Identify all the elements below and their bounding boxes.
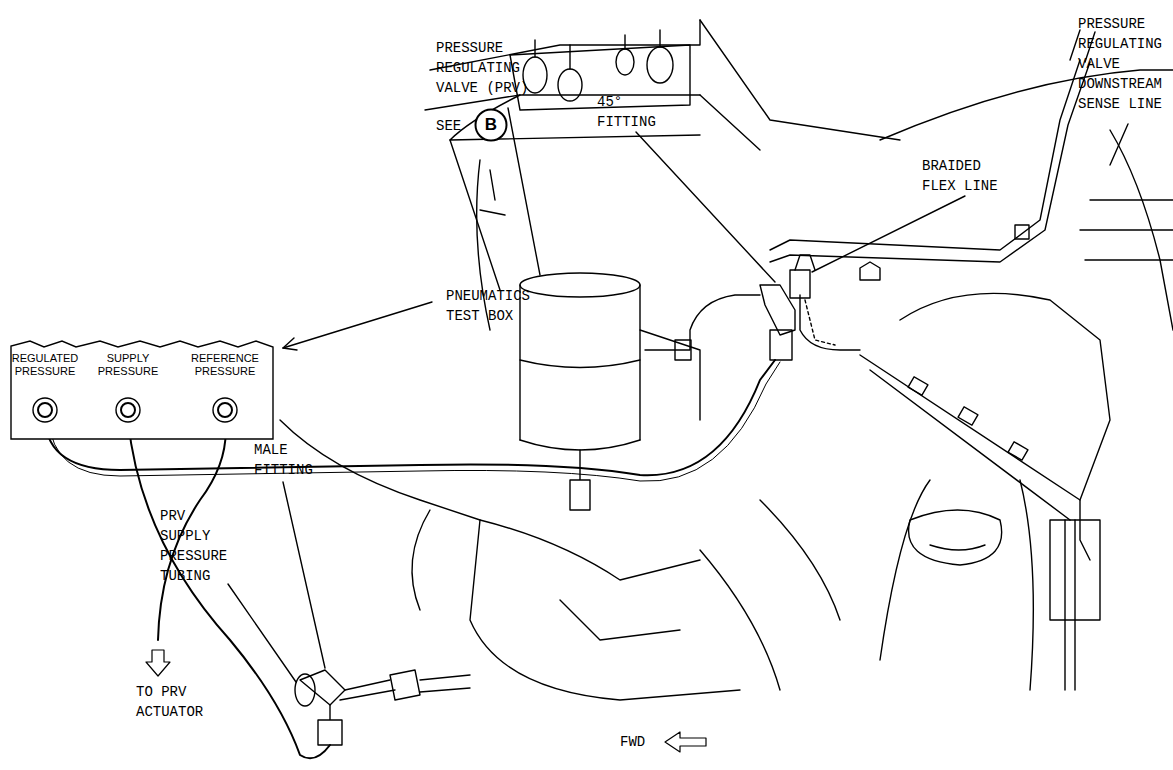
note-label: TO PRV ACTUATOR <box>136 682 207 722</box>
part-label: PRESSURE REGULATING VALVE DOWNSTREAM SEN… <box>1078 14 1166 114</box>
part-label: 45° FITTING <box>597 92 664 132</box>
part-label: PRV SUPPLY PRESSURE TUBING <box>160 506 236 586</box>
part-label: MALE FITTING <box>254 440 321 480</box>
direction-label: FWD <box>620 732 654 752</box>
port-label: REFERENCE PRESSURE <box>188 352 262 378</box>
test-box: REGULATED PRESSURE SUPPLY PRESSURE REFEREN… <box>10 340 274 440</box>
port-label: REGULATED PRESSURE <box>8 352 82 378</box>
part-label: PRESSURE REGULATING VALVE (PRV) <box>436 38 533 98</box>
reference-text: SEE <box>436 116 470 136</box>
port-label: SUPPLY PRESSURE <box>91 352 165 378</box>
part-label: PNEUMATICS TEST BOX <box>446 286 538 326</box>
part-label: BRAIDED FLEX LINE <box>922 156 1006 196</box>
detail-circle: B <box>474 108 508 142</box>
detail-letter: B <box>474 108 508 142</box>
